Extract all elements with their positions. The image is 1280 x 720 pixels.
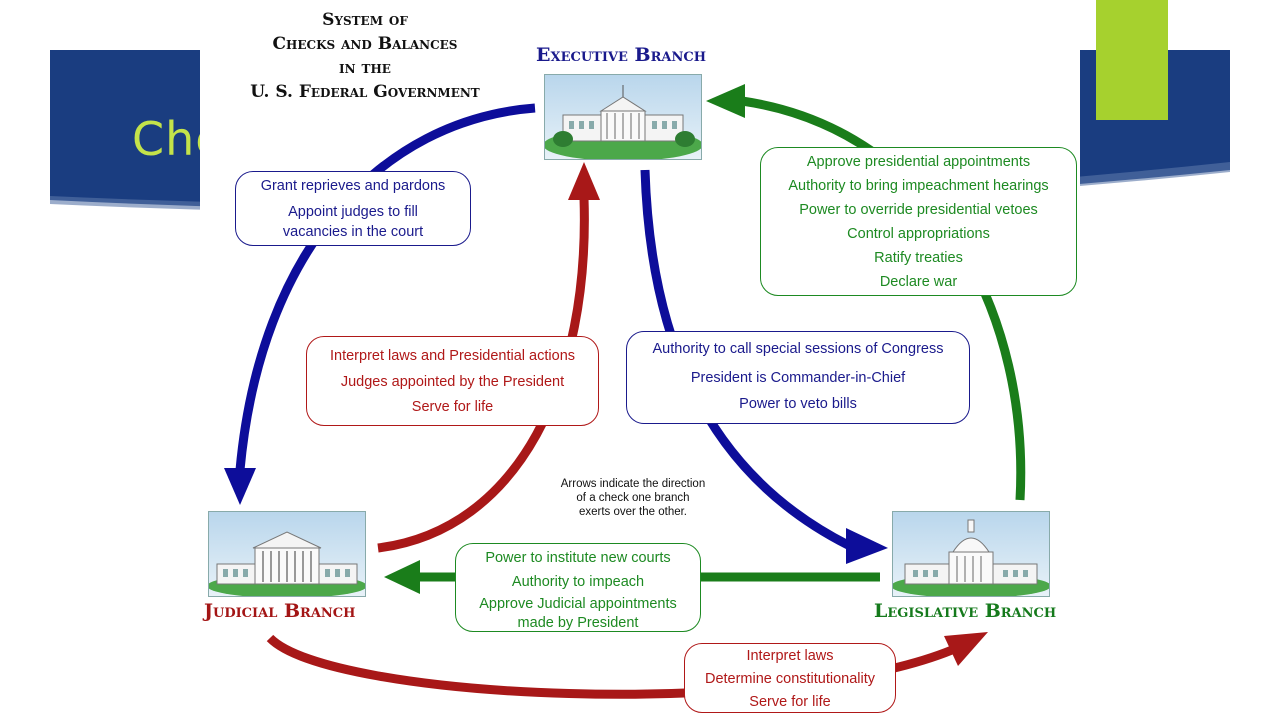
legislative-checks-executive-box: Approve presidential appointments Author… — [760, 147, 1077, 296]
arrowhead-executive-to-legislative — [846, 528, 888, 564]
check-text: Serve for life — [749, 694, 831, 710]
check-text: Authority to call special sessions of Co… — [652, 341, 944, 357]
capitol-icon — [892, 511, 1050, 597]
check-text: Grant reprieves and pardons — [260, 178, 446, 194]
arrowhead-legislative-to-judicial — [384, 560, 420, 594]
check-text: Interpret laws — [746, 648, 834, 664]
check-text: Authority to impeach — [511, 574, 645, 590]
check-text: Serve for life — [411, 399, 494, 415]
legislative-branch-label: Legislative Branch — [874, 600, 1057, 622]
check-text: Power to override presidential vetoes — [799, 202, 1038, 218]
check-text: Authority to bring impeachment hearings — [788, 178, 1049, 194]
check-text: Power to institute new courts — [485, 550, 671, 566]
check-text: Control appropriations — [847, 226, 990, 242]
check-text: made by President — [517, 615, 639, 631]
check-text: President is Commander-in-Chief — [690, 370, 906, 386]
check-text: Ratify treaties — [874, 250, 963, 266]
arrowhead-judicial-to-legislative — [944, 632, 988, 666]
check-text: Approve Judicial appointments — [479, 596, 677, 612]
check-text: Declare war — [879, 274, 958, 290]
accent-bar — [1096, 0, 1168, 120]
check-text: Judges appointed by the President — [340, 374, 565, 390]
arrowhead-judicial-to-executive — [568, 162, 600, 200]
white-house-icon — [544, 74, 702, 160]
arrow-direction-note: Arrows indicate the direction of a check… — [560, 478, 706, 518]
check-text: Appoint judges to fill — [288, 204, 418, 220]
arrowhead-legislative-to-executive — [706, 84, 745, 118]
arrowhead-executive-to-judicial — [224, 468, 256, 505]
check-text: Determine constitutionality — [704, 671, 876, 687]
check-text: vacancies in the court — [282, 224, 424, 240]
judicial-checks-executive-box: Interpret laws and Presidential actions … — [306, 336, 599, 426]
check-text: Interpret laws and Presidential actions — [329, 348, 576, 364]
judicial-branch-label: Judicial Branch — [204, 600, 356, 622]
supreme-court-icon — [208, 511, 366, 597]
arrow-judicial-to-executive — [377, 197, 589, 553]
executive-checks-legislative-box: Authority to call special sessions of Co… — [626, 331, 970, 424]
executive-branch-label: Executive Branch — [536, 44, 706, 66]
legislative-checks-judicial-box: Power to institute new courts Authority … — [455, 543, 701, 632]
check-text: Approve presidential appointments — [806, 154, 1031, 170]
diagram-title: System of Checks and Balances in the U. … — [250, 10, 480, 102]
check-text: Power to veto bills — [739, 396, 857, 412]
executive-checks-judicial-box: Grant reprieves and pardons Appoint judg… — [235, 171, 471, 246]
judicial-checks-legislative-box: Interpret laws Determine constitutionali… — [684, 643, 896, 713]
